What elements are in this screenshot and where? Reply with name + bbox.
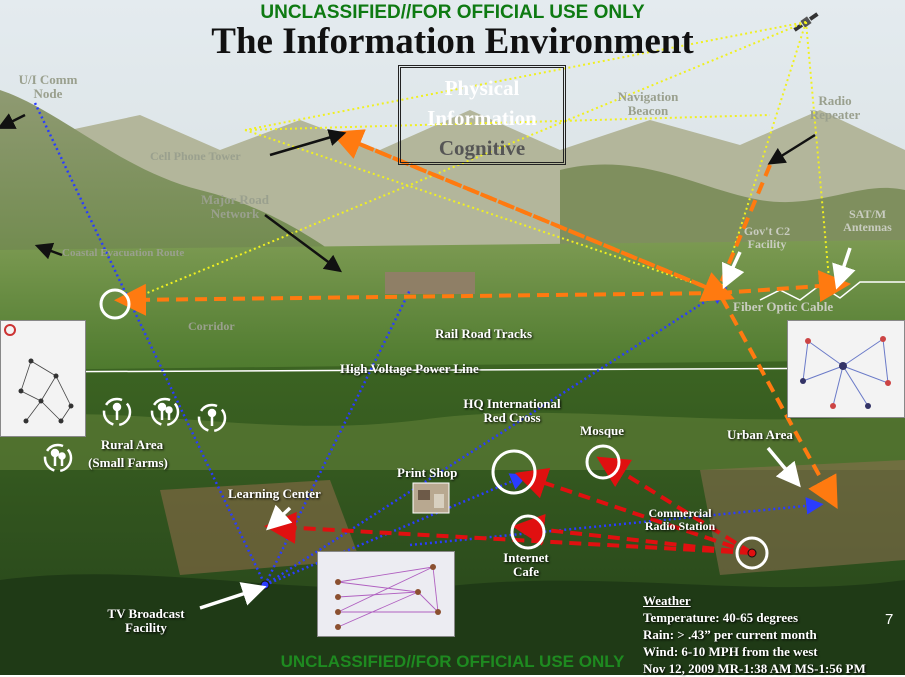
label-rural-area: Rural Area	[100, 437, 164, 452]
label-radio-repeater: Radio Repeater	[809, 93, 861, 122]
radio-station-node	[747, 548, 757, 558]
label-learning-center: Learning Center	[228, 486, 321, 501]
weather-heading: Weather	[643, 593, 691, 608]
label-gov-c2-facility: Gov't C2 Facility	[743, 224, 791, 251]
label-small-farms: (Small Farms)	[88, 455, 168, 470]
label-major-road-network: Major Road Network	[200, 192, 269, 221]
label-corridor: Corridor	[188, 319, 235, 333]
network-diagram-right	[787, 320, 905, 418]
label-cell-phone-tower: Cell Phone Tower	[150, 149, 241, 163]
dimensions-box: Physical Information Cognitive	[398, 65, 566, 165]
label-sat-antennas: SAT/M Antennas	[843, 207, 892, 234]
label-commercial-radio-station: Commercial Radio Station	[644, 506, 716, 533]
label-tv-broadcast-facility: TV Broadcast Facility	[107, 606, 185, 635]
white-pointer-arrows	[199, 247, 856, 610]
label-hq-red-cross: HQ International Red Cross	[463, 396, 561, 425]
page-title: The Information Environment	[211, 21, 694, 62]
label-navigation-beacon: Navigation Beacon	[617, 89, 679, 118]
weather-wind: Wind: 6-10 MPH from the west	[643, 644, 818, 659]
network-diagram-bottom	[317, 551, 455, 637]
classification-banner-top: UNCLASSIFIED//FOR OFFICIAL USE ONLY	[260, 2, 645, 23]
label-mosque: Mosque	[580, 423, 625, 438]
tv-broadcast-node	[260, 580, 270, 590]
black-pointer-arrows	[0, 113, 816, 273]
label-high-voltage-power-line: High Voltage Power Line	[340, 361, 479, 376]
label-urban-area: Urban Area	[727, 427, 793, 442]
page-number: 7	[885, 611, 894, 628]
classification-banner-bottom: UNCLASSIFIED//FOR OFFICIAL USE ONLY	[280, 652, 625, 671]
dimension-cognitive: Cognitive	[438, 136, 526, 160]
network-diagram-left	[0, 320, 86, 437]
label-rail-road-tracks: Rail Road Tracks	[435, 326, 533, 341]
weather-panel: Weather Temperature: 40-65 degrees Rain:…	[643, 592, 905, 677]
dimension-information: Information	[427, 106, 537, 130]
label-evacuation-route: Coastal Evacuation Route	[62, 247, 185, 259]
weather-rain: Rain: > .43” per current month	[643, 627, 817, 642]
satellite-links	[129, 21, 831, 301]
weather-date-line: Nov 12, 2009 MR-1:38 AM MS-1:56 PM	[643, 661, 866, 676]
print-shop-photo	[412, 482, 450, 514]
node-circles	[99, 288, 769, 570]
rural-people-icons	[43, 397, 227, 473]
weather-temperature: Temperature: 40-65 degrees	[643, 610, 799, 625]
label-ui-comm-node: U/I Comm Node	[18, 72, 78, 101]
dimension-physical: Physical	[444, 76, 520, 100]
red-links	[264, 456, 754, 555]
label-internet-cafe: Internet Cafe	[503, 550, 549, 579]
label-fiber-optic-cable: Fiber Optic Cable	[733, 299, 834, 314]
label-print-shop: Print Shop	[397, 465, 458, 480]
blue-links	[33, 102, 824, 587]
